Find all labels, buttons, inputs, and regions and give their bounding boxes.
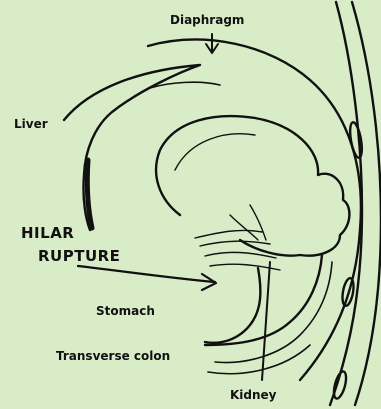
diaphragm-arrow [206,34,218,53]
spleen-inner [175,134,255,170]
hilar-vessel [200,241,270,246]
rib [332,370,349,400]
colon-outline [205,255,322,345]
diaphragm-line [148,40,361,380]
hilar-vessel [205,252,276,258]
colon-lower [208,345,310,374]
label-stomach: Stomach [96,305,155,317]
label-hilar: HILAR [21,226,74,241]
kidney-pointer [262,262,270,380]
rupture-arrow [78,266,216,290]
rib [348,121,364,158]
label-kidney: Kidney [230,389,277,401]
label-diaphragm: Diaphragm [170,14,244,26]
body-wall-outer [352,2,381,405]
hilar-vessel [230,215,258,240]
label-rupture: RUPTURE [38,249,120,264]
colon-haustra [215,262,332,363]
stomach-outline [205,268,260,343]
label-liver: Liver [14,118,48,130]
liver-edge [87,160,92,228]
label-transverse-colon: Transverse colon [56,350,170,362]
liver-outline [64,65,200,230]
